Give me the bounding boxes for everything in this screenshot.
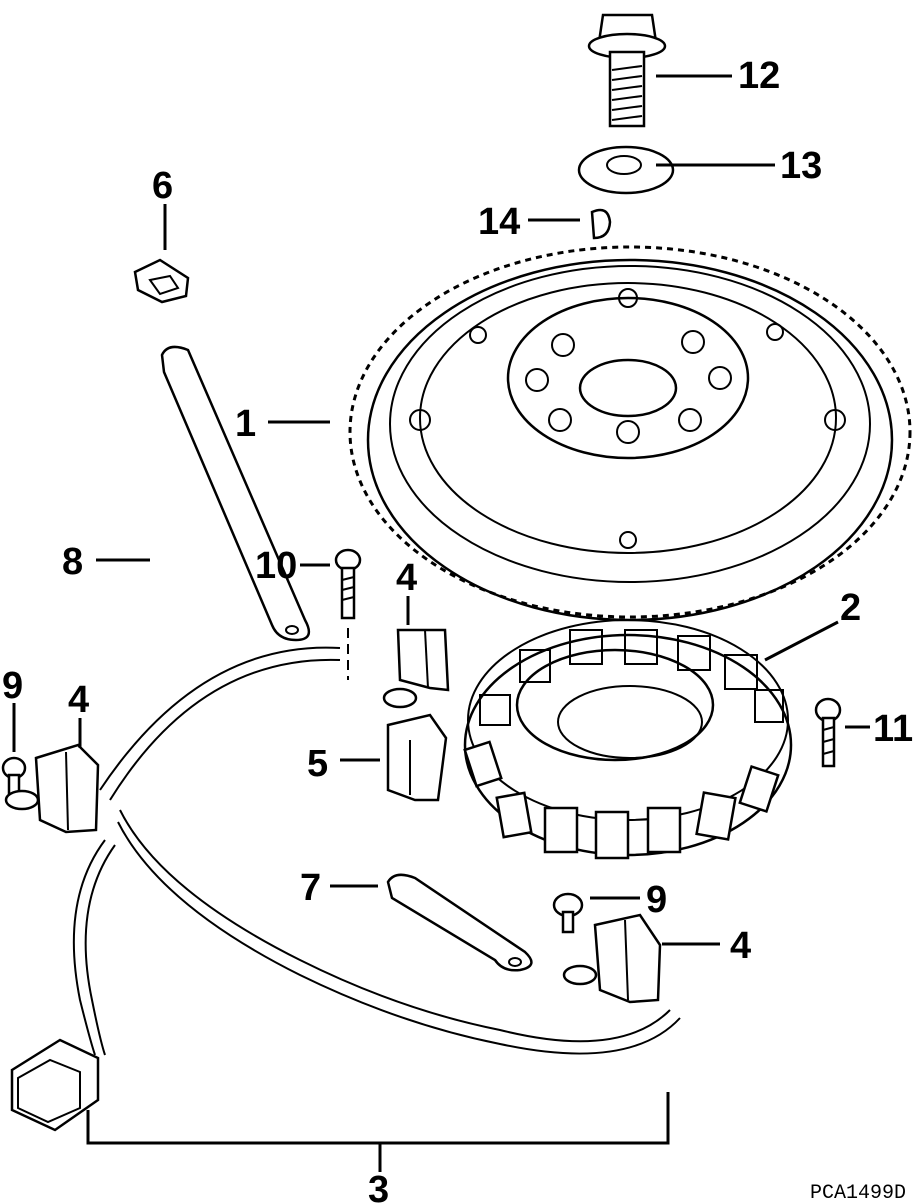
callout-13: 13 (780, 145, 822, 187)
callout-4-left: 4 (68, 679, 89, 721)
callout-5: 5 (307, 743, 328, 785)
bracket-part-5 (386, 713, 448, 802)
callout-4-right: 4 (730, 925, 751, 967)
wire-harness-part-3 (10, 646, 681, 1132)
callout-6: 6 (152, 165, 173, 207)
key-part-14 (590, 208, 612, 240)
bolt-part-12 (587, 13, 667, 128)
sensor-part-4-upper (382, 628, 450, 709)
stator-part-2 (463, 619, 793, 860)
sensor-part-4-right (562, 913, 662, 1004)
sensor-part-4-left (4, 743, 100, 834)
figure-reference: PCA1499D (810, 1182, 906, 1204)
callout-3: 3 (368, 1169, 389, 1204)
callout-10: 10 (255, 545, 297, 587)
callout-8: 8 (62, 541, 83, 583)
strap-part-7 (386, 873, 533, 972)
screw-part-10 (334, 548, 362, 680)
callout-7: 7 (300, 867, 321, 909)
flywheel-part-1 (348, 245, 912, 622)
screw-part-9-right (552, 892, 584, 934)
callout-9-right: 9 (646, 879, 667, 921)
callout-9-left: 9 (2, 665, 23, 707)
callout-4-upper: 4 (396, 557, 417, 599)
screw-part-11 (814, 697, 842, 768)
callout-11: 11 (873, 708, 913, 750)
bracket-leader-3 (86, 1092, 670, 1172)
callout-14: 14 (478, 201, 520, 243)
callout-1: 1 (235, 403, 256, 445)
clip-part-6 (133, 258, 190, 304)
leader-2 (764, 620, 839, 662)
callout-2: 2 (840, 587, 861, 629)
callout-12: 12 (738, 55, 780, 97)
washer-part-13 (577, 145, 675, 195)
strap-part-8 (160, 345, 311, 642)
